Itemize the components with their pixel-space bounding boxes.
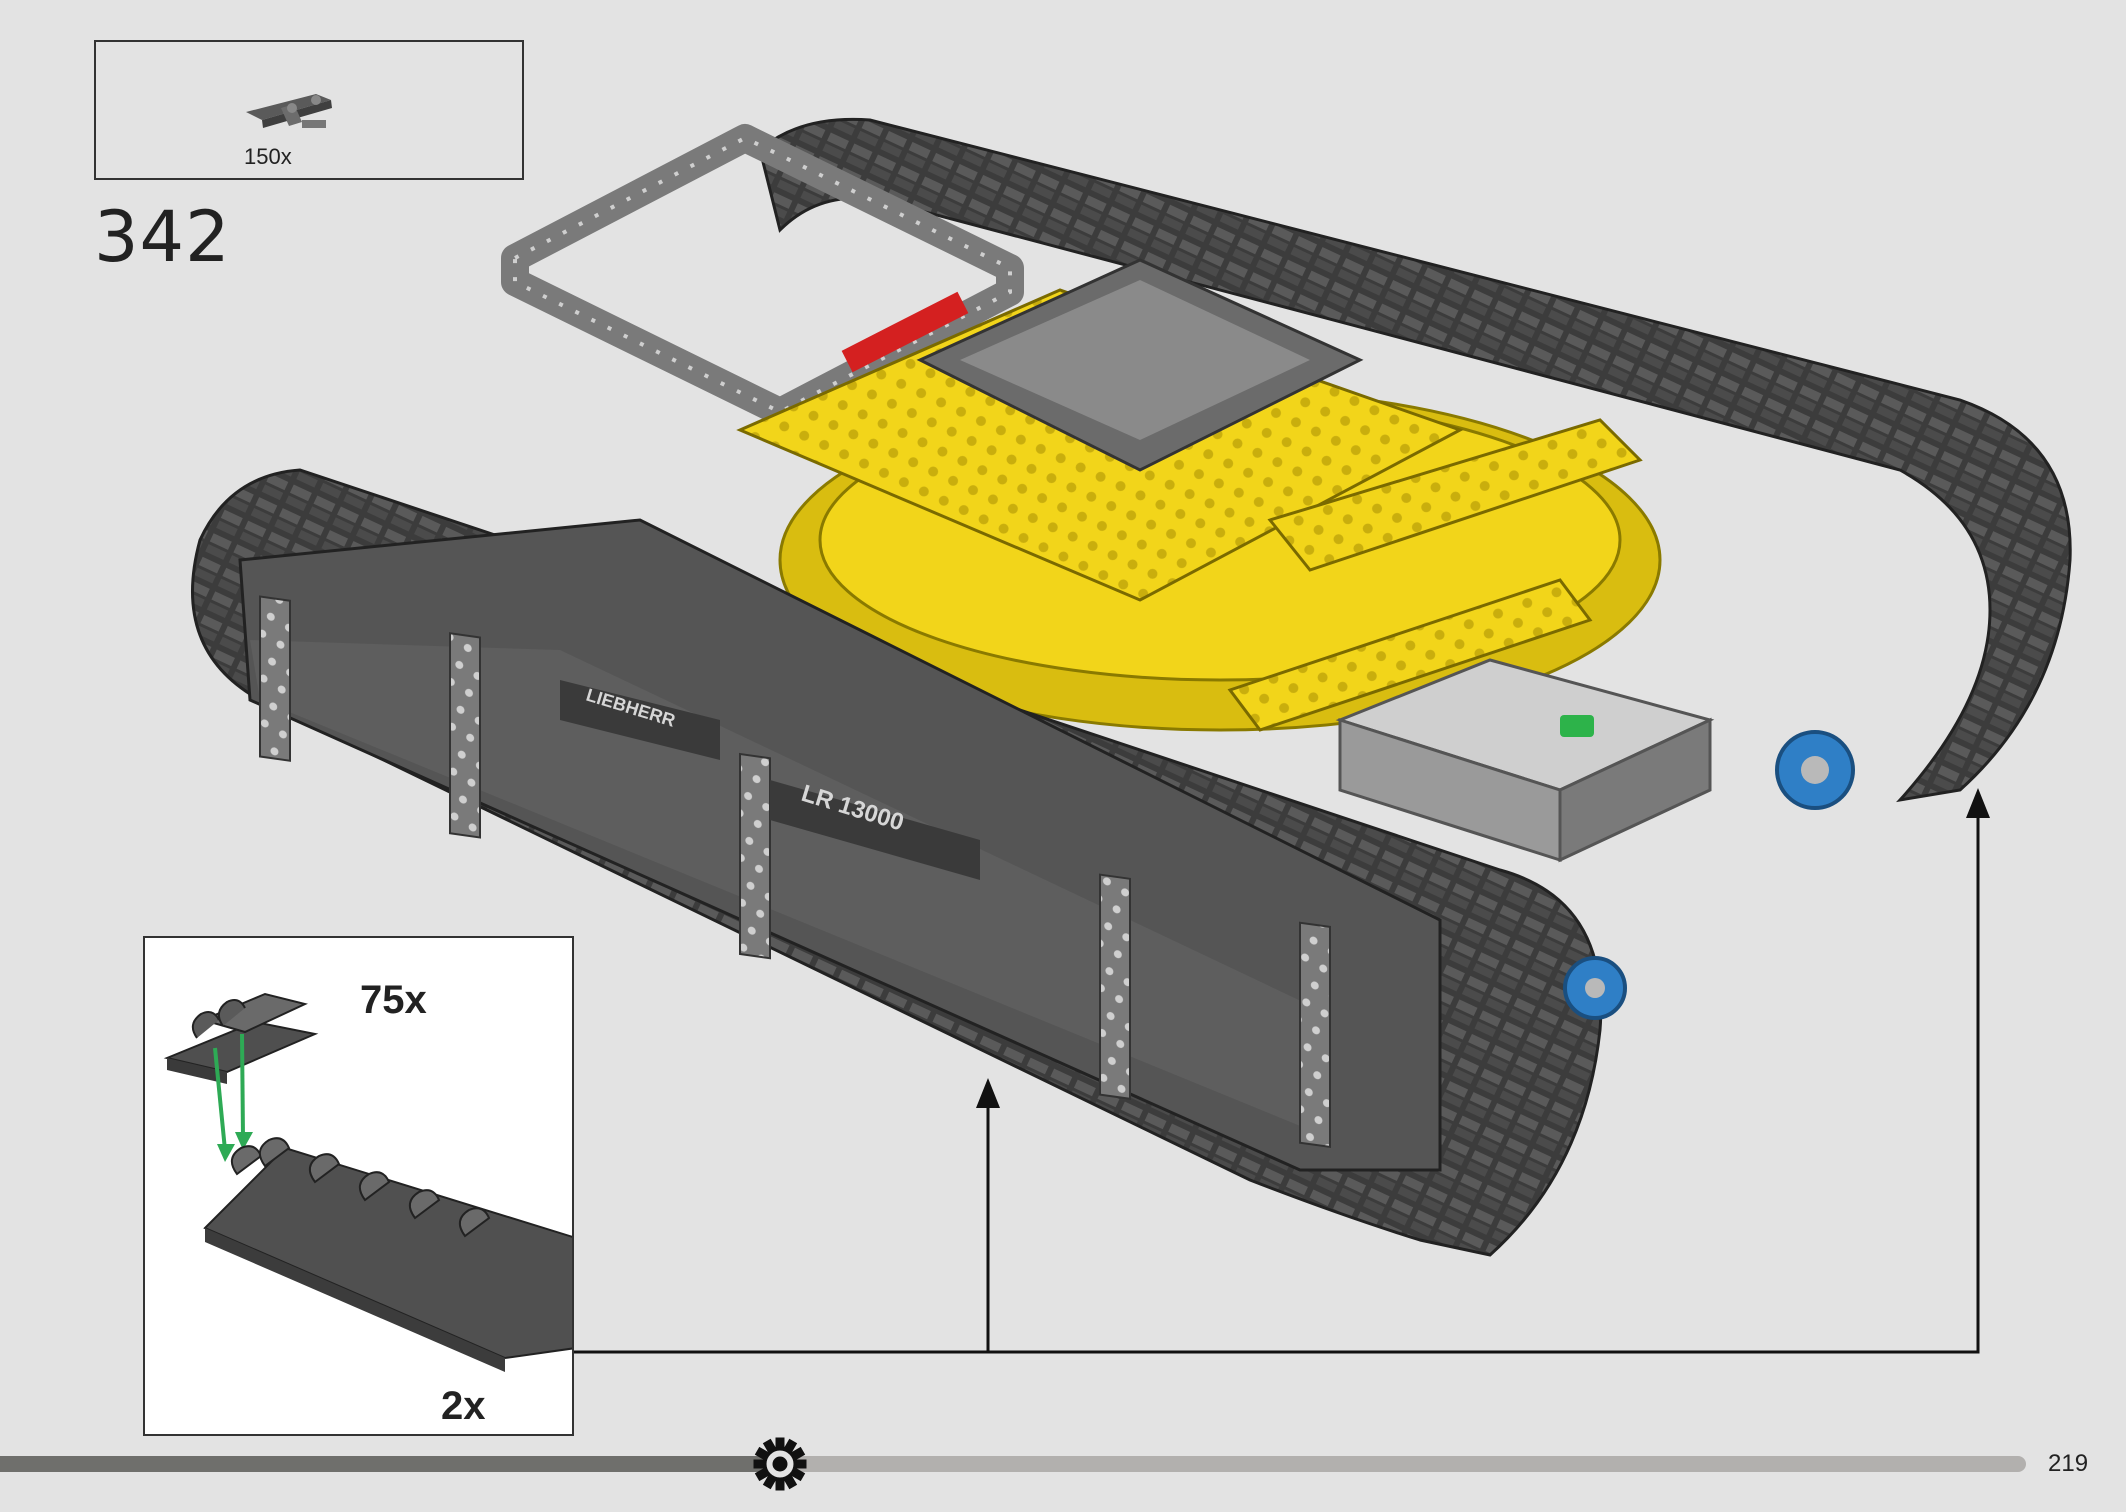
callout-arrows <box>574 800 1980 1354</box>
green-arrowhead-2 <box>235 1132 253 1150</box>
gray-frame <box>501 124 1024 426</box>
step-number: 342 <box>94 196 231 278</box>
page-number: 219 <box>2048 1450 2089 1477</box>
yellow-body <box>736 258 1662 732</box>
arrow-head-right <box>1966 788 1990 818</box>
battery-box <box>1335 658 1715 863</box>
parts-callout: 150x <box>94 40 524 180</box>
red-beam <box>841 291 969 373</box>
green-arrows <box>213 1033 245 1151</box>
blue-gear-front <box>1563 956 1627 1020</box>
track-link-icon <box>246 94 332 128</box>
assembly-quantity: 2x <box>441 1384 486 1428</box>
link-quantity: 75x <box>360 978 427 1022</box>
parts-quantity: 150x <box>244 144 292 169</box>
gear-progress-icon <box>753 1437 807 1491</box>
track-assembly-diagram <box>163 992 572 1372</box>
progress-bar <box>0 1456 2026 1472</box>
blue-gear-right <box>1775 730 1855 810</box>
progress-fill <box>0 1456 780 1472</box>
near-track: LIEBHERR LR 13000 <box>191 468 1603 1257</box>
far-track <box>758 117 2072 803</box>
track-chain <box>203 1137 572 1372</box>
arrow-head-left <box>976 1078 1000 1108</box>
subassembly-callout: 75x 2x <box>143 936 574 1436</box>
green-arrowhead-1 <box>217 1144 235 1162</box>
green-button <box>1560 715 1594 737</box>
